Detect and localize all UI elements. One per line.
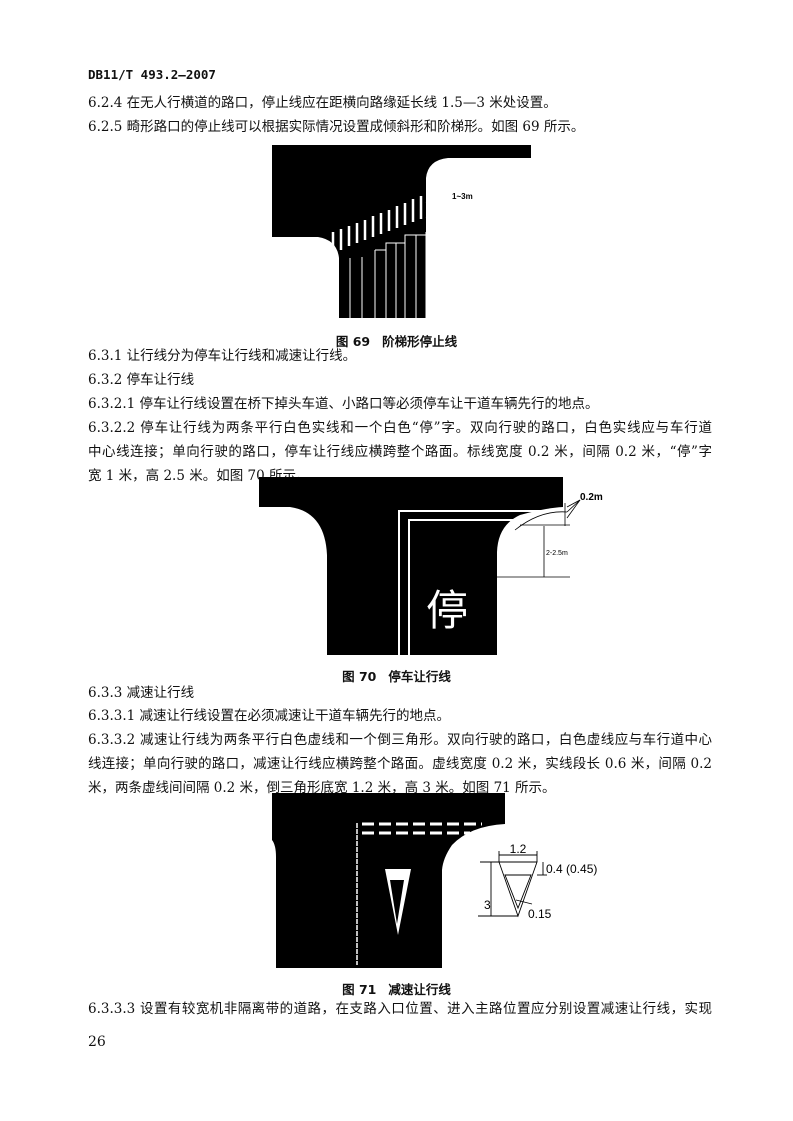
figure-71-height-label: 3	[484, 898, 491, 912]
paragraph-6-3-2-2-line3: 宽 1 米，高 2.5 米。如图 70 所示。	[88, 468, 310, 484]
figure-69-stepped-stop-line: 1~3m	[272, 145, 531, 318]
figure-70-caption: 图 70 停车让行线	[0, 666, 793, 685]
paragraph-6-3-3-1: 6.3.3.1 减速让行线设置在必须减速让干道车辆先行的地点。	[88, 708, 451, 724]
paragraph-6-2-5: 6.2.5 畸形路口的停止线可以根据实际情况设置成倾斜形和阶梯形。如图 69 所…	[88, 119, 585, 135]
document-header: DB11/T 493.2—2007	[88, 67, 216, 82]
page-number: 26	[88, 1034, 106, 1050]
figure-71-base-width-label: 1.2	[510, 842, 527, 856]
figure-title: 停车让行线	[388, 669, 451, 684]
paragraph-6-3-3-2-line3: 米，两条虚线间间隔 0.2 米，倒三角形底宽 1.2 米，高 3 米。如图 71…	[88, 780, 556, 796]
paragraph-6-3-2-2-line2: 中心线连接；单向行驶的路口，停车让行线应横跨整个路面。标线宽度 0.2 米，间隔…	[88, 444, 712, 460]
figure-number: 图 71	[342, 982, 377, 997]
figure-70-width-label: 0.2m	[580, 492, 603, 503]
paragraph-6-3-3-2-line2: 线连接；单向行驶的路口，减速让行线应横跨整个路面。虚线宽度 0.2 米，实线段长…	[88, 756, 712, 772]
paragraph-6-3-2-1: 6.3.2.1 停车让行线设置在桥下掉头车道、小路口等必须停车让干道车辆先行的地…	[88, 396, 599, 412]
figure-number: 图 69	[335, 334, 371, 349]
figure-71-stroke-label: 0.15	[528, 907, 552, 921]
paragraph-6-3-2: 6.3.2 停车让行线	[88, 372, 195, 388]
paragraph-6-3-2-2-line1: 6.3.2.2 停车让行线为两条平行白色实线和一个白色“停”字。双向行驶的路口，…	[88, 420, 712, 436]
figure-69-caption: 图 69 阶梯形停止线	[0, 331, 793, 350]
figure-69-distance-label: 1~3m	[452, 192, 473, 201]
paragraph-6-3-1: 6.3.1 让行线分为停车让行线和减速让行线。	[88, 348, 357, 364]
paragraph-6-2-4: 6.2.4 在无人行横道的路口，停止线应在距横向路缘延长线 1.5—3 米处设置…	[88, 95, 557, 111]
figure-title: 阶梯形停止线	[382, 334, 458, 349]
figure-71-top-band-label: 0.4 (0.45)	[546, 862, 597, 876]
figure-71-slow-yield-line: 1.2 0.4 (0.45) 3 0.15	[272, 793, 597, 968]
figure-70-stop-character: 停	[426, 586, 468, 635]
figure-70-distance-label: 2-2.5m	[546, 550, 568, 557]
figure-title: 减速让行线	[388, 982, 451, 997]
paragraph-6-3-3-2-line1: 6.3.3.2 减速让行线为两条平行白色虚线和一个倒三角形。双向行驶的路口，白色…	[88, 732, 712, 748]
paragraph-6-3-3-3-line1: 6.3.3.3 设置有较宽机非隔离带的道路，在支路入口位置、进入主路位置应分别设…	[88, 1001, 712, 1017]
figure-70-stop-yield-line: 0.2m 2-2.5m 停	[259, 477, 603, 655]
figure-number: 图 70	[342, 669, 377, 684]
figure-71-caption: 图 71 减速让行线	[0, 979, 793, 998]
paragraph-6-3-3: 6.3.3 减速让行线	[88, 685, 195, 701]
